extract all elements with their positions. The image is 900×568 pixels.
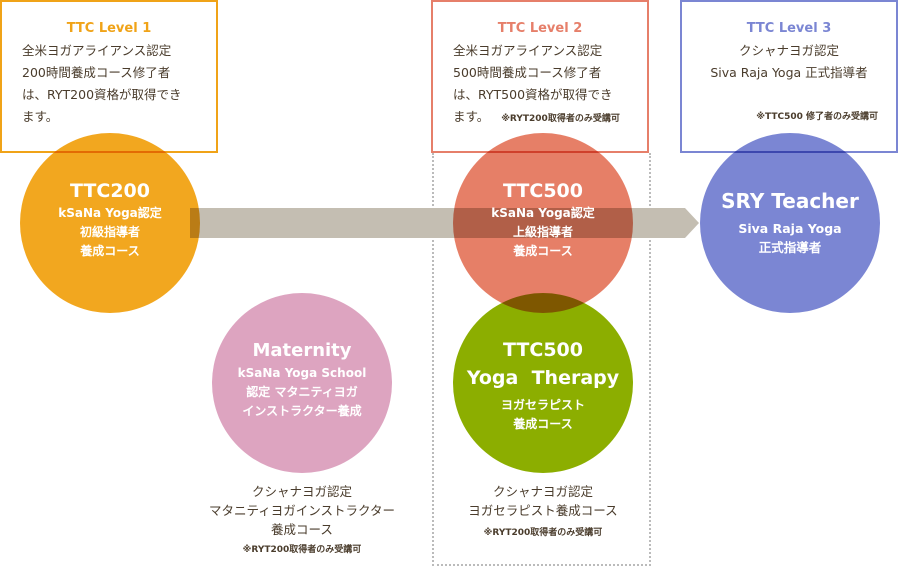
level2-title: TTC Level 2 (497, 21, 583, 36)
level2-line: 全米ヨガアライアンス認定 (453, 43, 603, 58)
level2-line: は、RYT500資格が取得でき (453, 87, 613, 102)
sry-line: 正式指導者 (758, 240, 822, 255)
sry-line: Siva Raja Yoga (738, 221, 842, 236)
caption-line: ヨガセラピスト養成コース (468, 503, 618, 518)
ttc500-line: 上級指導者 (512, 225, 573, 239)
level2-box: TTC Level 2 全米ヨガアライアンス認定 500時間養成コース修了者 は… (431, 0, 649, 153)
ttc500-title: TTC500 (503, 180, 583, 202)
caption-note: ※RYT200取得者のみ受講可 (242, 545, 362, 555)
ttc200-title: TTC200 (70, 180, 150, 202)
sry-title: SRY Teacher (721, 189, 859, 213)
level1-line: 200時間養成コース修了者 (22, 65, 171, 80)
maternity-caption: クシャナヨガ認定 マタニティヨガインストラクター 養成コース ※RYT200取得… (182, 482, 422, 560)
level3-line: Siva Raja Yoga 正式指導者 (710, 65, 868, 80)
ttc200-circle (20, 133, 200, 313)
therapy-caption: クシャナヨガ認定 ヨガセラピスト養成コース ※RYT200取得者のみ受講可 (423, 482, 663, 543)
maternity-circle (212, 293, 392, 473)
level2-line: 500時間養成コース修了者 (453, 65, 602, 80)
ttc200-line: 初級指導者 (79, 225, 140, 239)
yoga-therapy-circle (453, 293, 633, 473)
level3-note: ※TTC500 修了者のみ受講可 (756, 112, 878, 122)
level1-line: 全米ヨガアライアンス認定 (22, 43, 172, 58)
ttc200-line: 養成コース (80, 244, 140, 258)
level2-line: ます。 (453, 109, 490, 124)
ttc500-line: 養成コース (513, 244, 573, 258)
maternity-text: Maternity kSaNa Yoga School 認定 マタニティヨガ イ… (212, 338, 392, 421)
caption-line: 養成コース (271, 522, 333, 537)
ttc500-line: kSaNa Yoga認定 (491, 206, 595, 220)
maternity-line: 認定 マタニティヨガ (246, 385, 358, 399)
ttc-level2-dotted-frame (432, 153, 651, 566)
ttc500-text: TTC500 kSaNa Yoga認定 上級指導者 養成コース (453, 178, 633, 261)
level1-title: TTC Level 1 (66, 21, 152, 36)
ttc200-line: kSaNa Yoga認定 (58, 206, 162, 220)
level3-box: TTC Level 3 クシャナヨガ認定 Siva Raja Yoga 正式指導… (680, 0, 898, 153)
therapy-subtitle: Yoga Therapy (466, 367, 620, 389)
therapy-line: ヨガセラピスト (500, 398, 585, 412)
level1-box: TTC Level 1 全米ヨガアライアンス認定 200時間養成コース修了者 は… (0, 0, 218, 153)
level2-note: ※RYT200取得者のみ受講可 (501, 114, 620, 124)
caption-line: クシャナヨガ認定 (492, 484, 593, 499)
sry-text: SRY Teacher Siva Raja Yoga 正式指導者 (700, 187, 880, 257)
therapy-line: 養成コース (513, 417, 573, 431)
maternity-line: インストラクター養成 (242, 404, 362, 418)
level3-title: TTC Level 3 (746, 21, 832, 36)
ttc500-circle (453, 133, 633, 313)
sry-teacher-circle (700, 133, 880, 313)
caption-line: マタニティヨガインストラクター (208, 503, 395, 518)
ttc200-text: TTC200 kSaNa Yoga認定 初級指導者 養成コース (20, 178, 200, 261)
level1-line: は、RYT200資格が取得でき (22, 87, 182, 102)
level3-line: クシャナヨガ認定 (738, 43, 839, 58)
caption-line: クシャナヨガ認定 (251, 484, 352, 499)
therapy-title: TTC500 (503, 339, 583, 361)
maternity-line: kSaNa Yoga School (237, 366, 367, 380)
caption-note: ※RYT200取得者のみ受講可 (483, 528, 603, 538)
level1-line: ます。 (22, 109, 59, 124)
arrow-head-icon (685, 208, 699, 238)
therapy-text: TTC500 Yoga Therapy ヨガセラピスト 養成コース (453, 336, 633, 434)
maternity-title: Maternity (252, 340, 352, 361)
